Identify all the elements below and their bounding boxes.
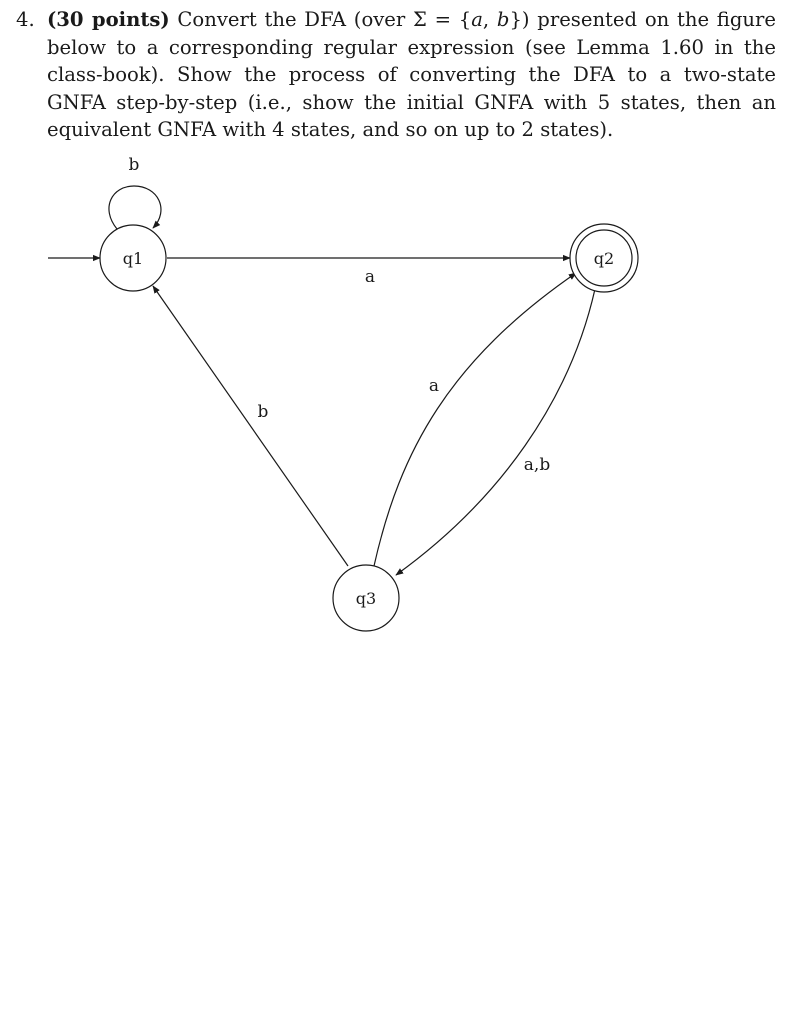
- state-q3: q3: [332, 564, 400, 632]
- edge-label-q3-q1: b: [258, 402, 269, 422]
- state-label-q1: q1: [123, 249, 143, 268]
- edge-q3-q2: [373, 272, 577, 567]
- state-label-q3: q3: [356, 589, 376, 608]
- edge-label-q2-q3: a,b: [524, 455, 551, 475]
- alphabet-separator: ,: [482, 8, 497, 31]
- problem-body: (30 points) Convert the DFA (over Σ = {a…: [47, 6, 776, 144]
- state-q1: q1: [99, 224, 167, 292]
- edge-q1-q1: [108, 185, 162, 230]
- problem-text-part1: Convert the DFA (over Σ = {: [169, 8, 472, 31]
- problem-text-part2: }) presented on the figure below to a co…: [47, 8, 776, 142]
- state-label-q2: q2: [594, 249, 614, 268]
- problem-statement: 4. (30 points) Convert the DFA (over Σ =…: [16, 6, 776, 144]
- edge-q3-q1: [152, 285, 349, 567]
- edge-q2-q3: [395, 288, 596, 576]
- problem-points: (30 points): [47, 8, 170, 31]
- edge-label-q1-q2: a: [365, 267, 375, 287]
- state-q2: q2: [569, 223, 639, 293]
- alphabet-symbol-a: a: [471, 8, 483, 31]
- accept-ring-q2: [575, 229, 633, 287]
- edge-label-q1-q1: b: [129, 155, 140, 175]
- alphabet-symbol-b: b: [496, 8, 510, 31]
- problem-number: 4.: [16, 8, 35, 31]
- edge-label-q3-q2: a: [429, 376, 439, 396]
